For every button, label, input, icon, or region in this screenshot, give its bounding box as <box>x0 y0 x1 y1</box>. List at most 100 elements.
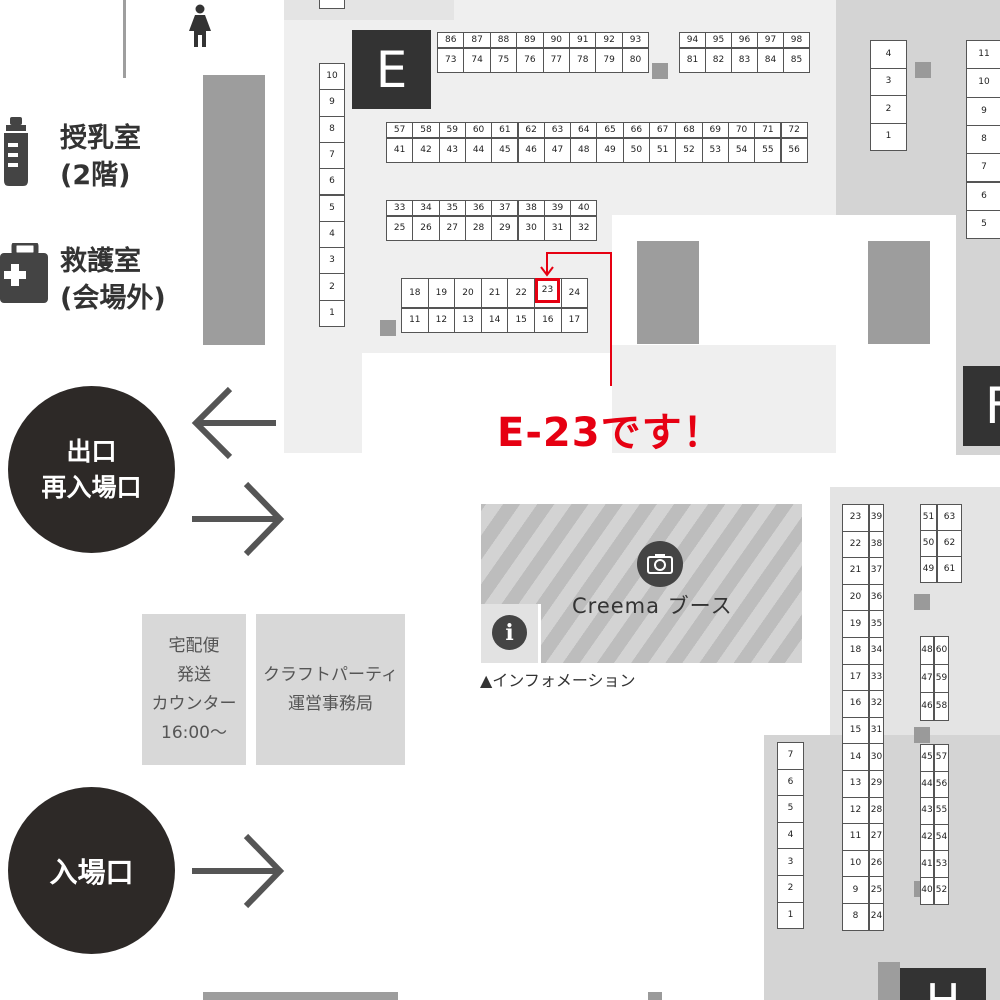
booth-e: 29 <box>491 216 519 241</box>
delivery-line-4: 16:00〜 <box>161 722 227 743</box>
booth-e: 83 <box>731 48 758 73</box>
booth-right-top: 2 <box>870 95 907 124</box>
booth-h: 30 <box>869 743 884 771</box>
booth-h: 57 <box>934 744 949 772</box>
booth-h: 61 <box>937 556 962 583</box>
booth-h: 22 <box>842 530 869 559</box>
booth-e: 72 <box>780 122 808 138</box>
area-letter-h: H <box>900 968 986 1000</box>
booth-h: 43 <box>920 797 934 825</box>
booth-e: 46 <box>517 138 545 163</box>
booth-h: 28 <box>869 796 884 825</box>
nursing-room-line-2: (2階) <box>60 160 131 191</box>
nursing-room-line-1: 授乳室 <box>60 123 141 154</box>
booth-h: 34 <box>869 637 884 665</box>
upper-floor-notch <box>284 0 454 20</box>
booth-e: 49 <box>596 138 624 163</box>
pillar-right <box>868 241 930 344</box>
booth-h: 35 <box>869 610 884 638</box>
booth-e-column: 2 <box>319 273 345 301</box>
booth-e: 81 <box>679 48 706 73</box>
info-icon: i <box>492 615 527 650</box>
booth-e: 59 <box>438 122 466 138</box>
booth-h: 32 <box>869 690 884 718</box>
booth-e: 69 <box>701 122 729 138</box>
booth-h: 38 <box>869 530 884 559</box>
marker-square <box>652 63 668 79</box>
booth-h: 49 <box>920 556 937 583</box>
pillar-left <box>203 75 265 345</box>
toilet-woman-icon <box>189 4 211 47</box>
booth-h: 21 <box>842 557 869 585</box>
booth-e: 74 <box>463 48 491 73</box>
highlight-leader-line <box>540 252 612 386</box>
booth-h: 26 <box>869 849 884 878</box>
booth-e: 37 <box>491 200 519 216</box>
booth-e: 31 <box>543 216 572 241</box>
delivery-line-2: 発送 <box>177 664 211 685</box>
booth-h: 33 <box>869 663 884 692</box>
booth-f: 8 <box>966 124 1000 155</box>
booth-e-column: 8 <box>319 115 345 143</box>
first-aid-kit-icon <box>0 243 48 303</box>
booth-e: 54 <box>727 138 756 163</box>
booth-h: 16 <box>842 690 869 718</box>
booth-e: 64 <box>570 122 598 138</box>
delivery-counter-box: 宅配便 発送 カウンター 16:00〜 <box>142 614 246 765</box>
booth-f: 5 <box>966 209 1000 240</box>
booth-h: 18 <box>842 637 869 665</box>
booth-e: 25 <box>386 216 414 241</box>
booth-h-column: 5 <box>777 795 804 823</box>
booth-e: 91 <box>569 32 597 48</box>
delivery-line-3: カウンター <box>151 693 237 714</box>
baby-bottle-icon <box>4 117 28 186</box>
booth-e: 60 <box>464 122 493 138</box>
booth-h-column: 2 <box>777 875 804 903</box>
booth-h: 9 <box>842 876 869 904</box>
booth-e: 13 <box>454 308 482 333</box>
booth-h: 51 <box>920 504 937 531</box>
booth-h: 42 <box>920 823 934 852</box>
booth-e: 85 <box>783 48 810 73</box>
booth-h: 56 <box>934 770 949 799</box>
leader-arrowhead <box>540 266 554 277</box>
office-line-2: 運営事務局 <box>288 693 373 714</box>
marker-square <box>648 992 662 1000</box>
booth-h: 36 <box>869 583 884 612</box>
booth-h: 25 <box>869 876 884 904</box>
marker-square <box>915 62 931 78</box>
booth-e: 98 <box>783 32 810 48</box>
booth-e: 41 <box>386 138 414 163</box>
booth-e: 87 <box>463 32 491 48</box>
booth-e: 70 <box>727 122 756 138</box>
booth-e: 68 <box>675 122 703 138</box>
booth-h-column: 3 <box>777 848 804 876</box>
booth-h: 46 <box>920 692 934 721</box>
first-aid-line-1: 救護室 <box>60 246 141 277</box>
creema-booth-label: Creema ブース <box>572 594 733 618</box>
marker-square <box>380 320 396 336</box>
arrow-right-icon <box>192 833 285 909</box>
booth-e: 21 <box>480 278 509 308</box>
booth-e: 35 <box>438 200 466 216</box>
booth-h: 19 <box>842 610 869 638</box>
booth-h: 24 <box>869 903 884 931</box>
exit-reentry-circle: 出口 再入場口 <box>8 386 175 553</box>
booth-e: 16 <box>534 308 562 333</box>
booth-e: 47 <box>543 138 572 163</box>
booth-e: 92 <box>595 32 623 48</box>
booth-h: 45 <box>920 744 934 772</box>
booth-e: 38 <box>517 200 545 216</box>
booth-e: 27 <box>438 216 466 241</box>
area-letter-e: E <box>352 30 431 109</box>
booth-h-column: 6 <box>777 768 804 797</box>
booth-h: 52 <box>934 877 949 905</box>
arrow-right-icon <box>192 481 285 557</box>
booth-h: 62 <box>937 530 962 557</box>
booth-h: 8 <box>842 903 869 931</box>
booth-h: 55 <box>934 797 949 825</box>
booth-e: 19 <box>427 278 456 308</box>
booth-e: 57 <box>386 122 414 138</box>
booth-e: 11 <box>401 308 429 333</box>
exit-line-2: 再入場口 <box>41 472 142 502</box>
